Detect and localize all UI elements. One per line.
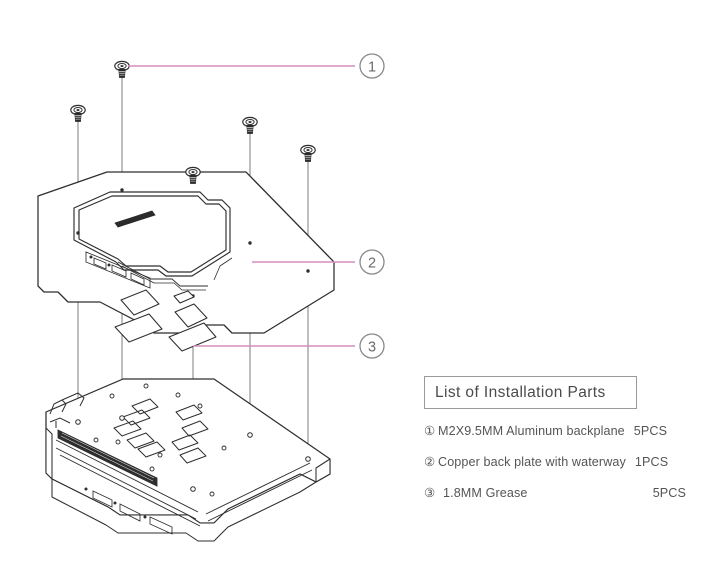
parts-list-panel: List of Installation Parts ① M2X9.5MM Al… [424, 376, 686, 516]
gpu-bracket-arm [49, 392, 85, 428]
parts-list-title-box: List of Installation Parts [424, 376, 637, 409]
part-description-3: 1.8MM Grease [443, 486, 528, 500]
callout-marker-1-label: 1 [368, 60, 376, 76]
part-description-2: Copper back plate with waterway [438, 455, 626, 469]
parts-list-items: ① M2X9.5MM Aluminum backplane 5PCS ② Cop… [424, 423, 686, 500]
grease-pad-5 [173, 290, 195, 304]
gpu-mount-holes [75, 383, 311, 497]
part-description-1: M2X9.5MM Aluminum backplane [438, 424, 625, 438]
callout-marker-2-label: 2 [368, 256, 376, 272]
grease-pad-1 [120, 289, 160, 316]
gpu-edge-rail [55, 439, 313, 527]
part-marker-1-icon: ① [424, 424, 436, 438]
callout-marker-2[interactable]: 2 [359, 249, 385, 275]
callout-marker-3-label: 3 [368, 340, 376, 356]
grease-pad-3 [174, 303, 208, 328]
copper-plate-slot [114, 210, 156, 228]
gpu-io-ports [84, 487, 173, 535]
screw-2 [70, 104, 86, 123]
copper-plate-mount-holes [76, 188, 310, 298]
parts-list-item-1: ① M2X9.5MM Aluminum backplane 5PCS [424, 423, 686, 438]
grease-pad-4 [168, 322, 217, 352]
copper-plate-edge [37, 171, 335, 290]
grease-pad-2 [114, 313, 163, 343]
callout-marker-1[interactable]: 1 [359, 53, 385, 79]
screw-3 [242, 116, 258, 135]
pcie-connector [57, 429, 158, 487]
part-quantity-1: 5PCS [633, 424, 668, 438]
screw-5 [300, 144, 316, 163]
gpu-card-side-faces [45, 411, 331, 542]
part-quantity-3: 5PCS [652, 486, 686, 500]
part-quantity-2: 1PCS [634, 455, 669, 469]
copper-plate-port-strip [85, 251, 151, 289]
parts-list-title: List of Installation Parts [435, 383, 606, 401]
grease-pads [114, 289, 217, 352]
part-marker-2-icon: ② [424, 455, 436, 469]
parts-list-item-2: ② Copper back plate with waterway 1PCS [424, 454, 686, 469]
part-marker-3-icon: ③ [424, 486, 436, 500]
callout-leader-lines [128, 65, 355, 347]
screw-1 [114, 60, 130, 79]
parts-list-item-3: ③ 1.8MM Grease 5PCS [424, 485, 686, 500]
gpu-thermal-pads [113, 398, 209, 464]
callout-marker-3[interactable]: 3 [359, 333, 385, 359]
